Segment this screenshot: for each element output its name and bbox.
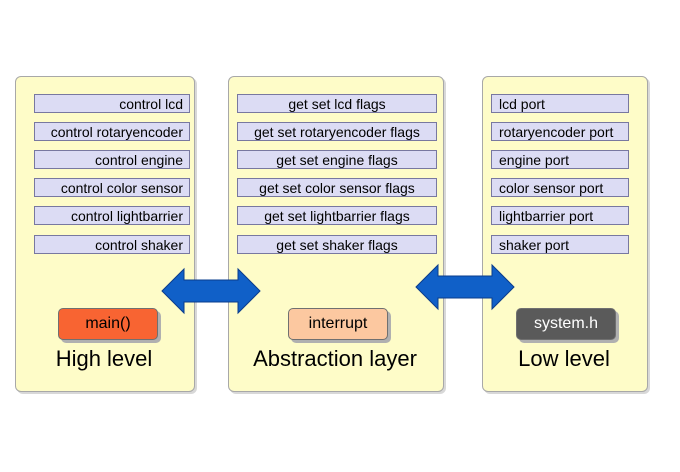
main-function-badge: main() xyxy=(58,308,158,340)
high-item-lightbarrier: control lightbarrier xyxy=(34,206,190,225)
low-level-panel: lcd port rotaryencoder port engine port … xyxy=(482,76,648,392)
high-level-title: High level xyxy=(55,346,153,371)
abs-item-engine: get set engine flags xyxy=(237,150,437,169)
high-item-rotaryencoder: control rotaryencoder xyxy=(34,122,190,141)
low-item-color-sensor: color sensor port xyxy=(491,178,629,197)
low-item-engine: engine port xyxy=(491,150,629,169)
high-item-engine: control engine xyxy=(34,150,190,169)
low-item-lightbarrier: lightbarrier port xyxy=(491,206,629,225)
abs-item-color-sensor: get set color sensor flags xyxy=(237,178,437,197)
low-item-rotaryencoder: rotaryencoder port xyxy=(491,122,629,141)
system-header-badge: system.h xyxy=(516,308,616,340)
abstraction-layer-title: Abstraction layer xyxy=(253,346,417,371)
interrupt-badge: interrupt xyxy=(288,308,388,340)
high-item-shaker: control shaker xyxy=(34,235,190,254)
abs-item-lcd: get set lcd flags xyxy=(237,94,437,113)
abstraction-layer-panel: get set lcd flags get set rotaryencoder … xyxy=(228,76,444,392)
abs-item-shaker: get set shaker flags xyxy=(237,235,437,254)
low-item-lcd: lcd port xyxy=(491,94,629,113)
double-arrow-high-abstraction-icon xyxy=(161,267,261,315)
abs-item-rotaryencoder: get set rotaryencoder flags xyxy=(237,122,437,141)
abs-item-lightbarrier: get set lightbarrier flags xyxy=(237,206,437,225)
low-level-title: Low level xyxy=(518,346,610,371)
high-item-lcd: control lcd xyxy=(34,94,190,113)
double-arrow-abstraction-low-icon xyxy=(415,263,515,311)
high-level-panel: control lcd control rotaryencoder contro… xyxy=(15,76,195,392)
low-item-shaker: shaker port xyxy=(491,235,629,254)
high-item-color-sensor: control color sensor xyxy=(34,178,190,197)
